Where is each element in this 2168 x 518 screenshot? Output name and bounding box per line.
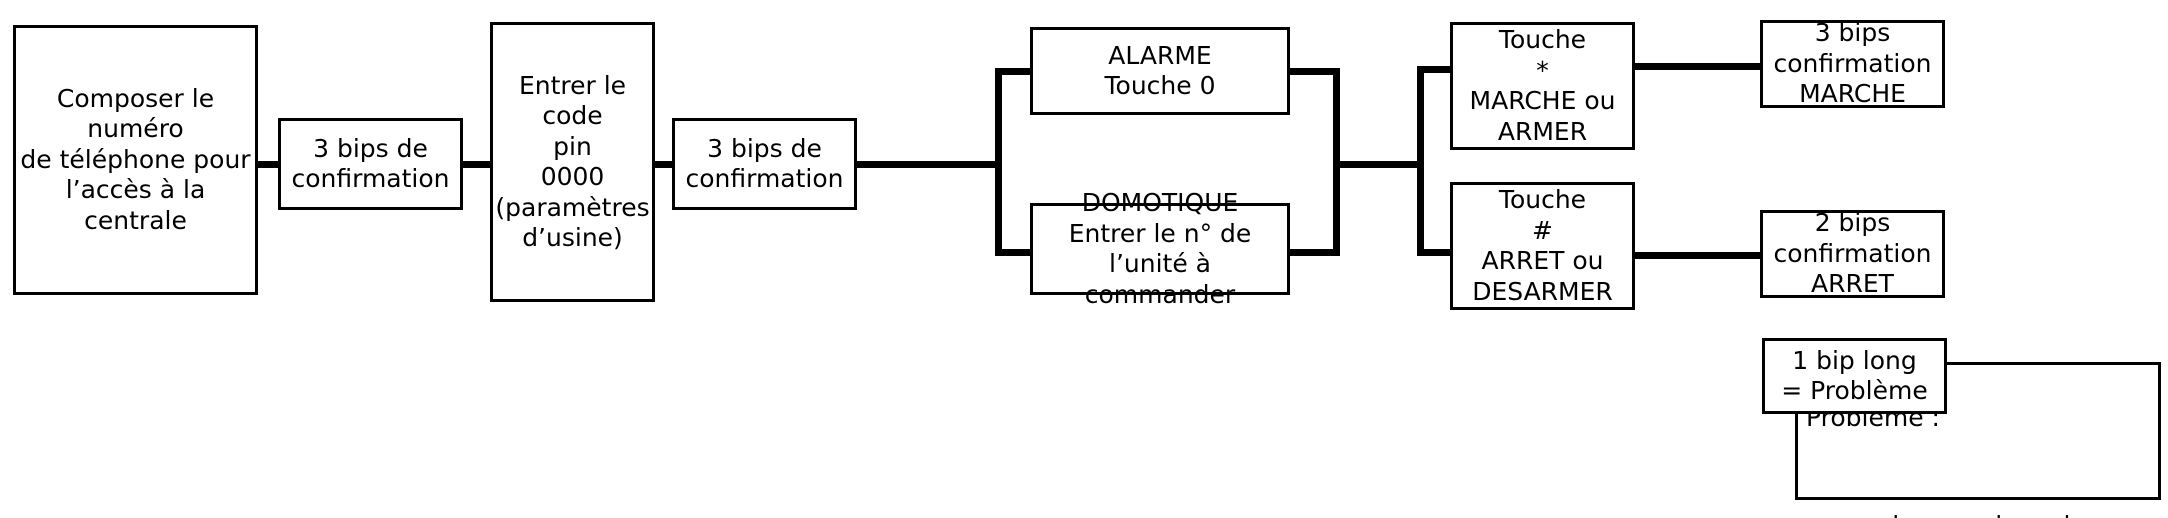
connector-hash-to-arret [1632,252,1764,259]
connector-split1-top-stub [995,68,1035,75]
node-beeps-confirmation-1: 3 bips de confirmation [278,118,463,210]
connector-beeps1-to-pin [460,161,493,168]
connector-split2-vertical [1417,66,1424,256]
node-alarme: ALARME Touche 0 [1030,27,1290,115]
connector-merge1-top-stub [1287,68,1340,75]
connector-split2-bottom-stub [1417,249,1455,256]
connector-split1-vertical [995,68,1002,256]
connector-merge1-bottom-stub [1287,249,1340,256]
connector-merge1-to-split2 [1333,161,1423,168]
connector-beeps2-to-split [854,161,1002,168]
node-enter-pin-code: Entrer le code pin 0000 (paramètres d’us… [490,22,655,302]
node-touche-etoile: Touche * MARCHE ou ARMER [1450,22,1635,150]
connector-star-to-marche [1632,63,1764,70]
node-dial-number: Composer le numéro de téléphone pour l’a… [13,25,258,295]
connector-dial-to-beeps1 [256,161,282,168]
node-beeps-confirmation-2: 3 bips de confirmation [672,118,857,210]
connector-pin-to-beeps2 [652,161,676,168]
node-beeps-confirmation-arret: 2 bips confirmation ARRET [1760,208,1945,298]
node-touche-diese: Touche # ARRET ou DESARMER [1450,182,1635,310]
connector-split2-top-stub [1417,66,1455,73]
problem-note-body: se rendre sur place dans les meilleurs d… [1806,510,2154,518]
node-long-beep-problem: 1 bip long = Problème [1762,338,1947,414]
node-beeps-confirmation-marche: 3 bips confirmation MARCHE [1760,18,1945,108]
connector-split1-bottom-stub [995,249,1035,256]
node-domotique: DOMOTIQUE Entrer le n° de l’unité à comm… [1030,188,1290,309]
